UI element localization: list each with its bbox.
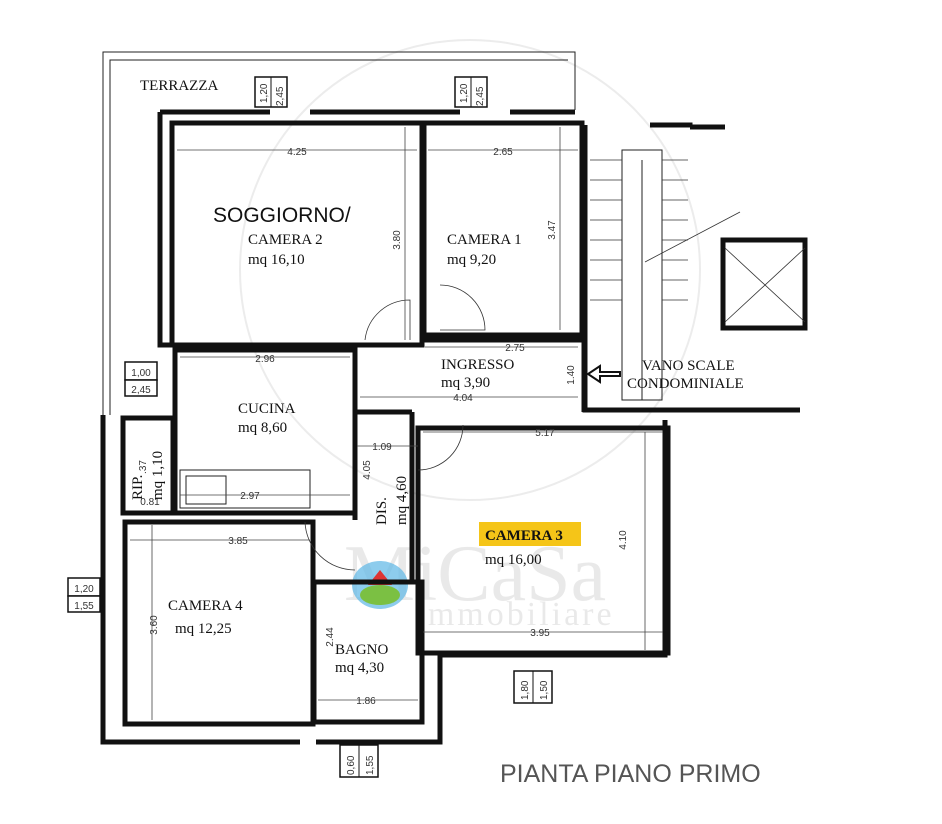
area-cucina: mq 8,60 bbox=[238, 420, 287, 436]
walls bbox=[100, 109, 808, 745]
label-bagno: BAGNO bbox=[335, 642, 389, 658]
window-width: 1,20 bbox=[259, 83, 270, 103]
window-tag: 1,20 2,45 bbox=[254, 76, 288, 108]
window-tag: 1,00 2,45 bbox=[124, 361, 158, 397]
window-tag: 1,80 1,50 bbox=[513, 670, 553, 704]
label-camera3: CAMERA 3 bbox=[485, 528, 563, 544]
dim-camera1-height: 3.47 bbox=[547, 220, 558, 240]
entrance-arrow-icon bbox=[586, 364, 621, 384]
label-camera1: CAMERA 1 bbox=[447, 232, 522, 248]
window-width: 1,20 bbox=[74, 584, 94, 595]
label-dis: DIS. bbox=[374, 497, 390, 525]
area-dis: mq 4,60 bbox=[394, 476, 410, 525]
dim-ingresso-bottom: 4.04 bbox=[453, 393, 473, 404]
area-camera1: mq 9,20 bbox=[447, 252, 496, 268]
label-camera2: CAMERA 2 bbox=[248, 232, 323, 248]
window-height: 1,50 bbox=[539, 680, 550, 700]
dim-cucina-bottom: 2.97 bbox=[240, 491, 260, 502]
area-ingresso: mq 3,90 bbox=[441, 375, 490, 391]
dim-bagno-width: 1.86 bbox=[356, 696, 376, 707]
label-condominiale: CONDOMINIALE bbox=[627, 376, 744, 392]
area-soggiorno: mq 16,10 bbox=[248, 252, 305, 268]
dimension-lines bbox=[130, 127, 663, 720]
dim-soggiorno-width: 4.25 bbox=[287, 147, 307, 158]
dim-bagno-height: 2.44 bbox=[325, 627, 336, 647]
label-camera4: CAMERA 4 bbox=[168, 598, 243, 614]
label-soggiorno: SOGGIORNO/ bbox=[213, 204, 351, 227]
window-width: 1,80 bbox=[520, 680, 531, 700]
doors bbox=[304, 284, 486, 571]
window-tag: 1,20 1,55 bbox=[67, 577, 101, 613]
dim-dis-height: 4.05 bbox=[362, 460, 373, 480]
dim-ingresso-width: 2.75 bbox=[505, 343, 525, 354]
label-rip: RIP. bbox=[130, 475, 146, 500]
dim-camera3-bottom: 3.95 bbox=[530, 628, 550, 639]
camera3-highlight bbox=[479, 522, 581, 546]
window-height: 1,55 bbox=[74, 601, 94, 612]
dim-cucina-width: 2.96 bbox=[255, 354, 275, 365]
window-width: 1,00 bbox=[131, 368, 151, 379]
plan-title: PIANTA PIANO PRIMO bbox=[500, 760, 761, 788]
staircase bbox=[586, 149, 806, 401]
dim-camera4-height: 3.60 bbox=[149, 615, 160, 635]
window-tag: 1,20 2,45 bbox=[454, 76, 488, 108]
dim-dis-width: 1.09 bbox=[372, 442, 392, 453]
dim-camera1-width: 2.65 bbox=[493, 147, 513, 158]
dim-ingresso-height: 1.40 bbox=[566, 365, 577, 385]
sink-icon bbox=[185, 475, 227, 505]
micasa-logo bbox=[352, 561, 408, 609]
label-ingresso: INGRESSO bbox=[441, 357, 515, 373]
dim-rip-height: .37 bbox=[138, 460, 149, 474]
window-height: 2,45 bbox=[275, 86, 286, 106]
area-camera3: mq 16,00 bbox=[485, 552, 542, 568]
dim-camera4-width: 3.85 bbox=[228, 536, 248, 547]
window-height: 2,45 bbox=[475, 86, 486, 106]
kitchen-counter bbox=[179, 469, 311, 509]
window-tags: 1,20 2,45 1,20 2,45 1,00 2,45 1,20 1,55 … bbox=[67, 76, 553, 778]
label-cucina: CUCINA bbox=[238, 401, 296, 417]
window-height: 1,55 bbox=[365, 755, 376, 775]
window-width: 0,60 bbox=[346, 755, 357, 775]
watermark-sub: immobiliare bbox=[415, 596, 614, 633]
label-terrazza: TERRAZZA bbox=[140, 78, 218, 94]
area-rip: mq 1,10 bbox=[150, 451, 166, 500]
window-width: 1,20 bbox=[459, 83, 470, 103]
area-camera4: mq 12,25 bbox=[175, 621, 232, 637]
dim-rip-width: 0.81 bbox=[140, 497, 160, 508]
label-vano-scale: VANO SCALE bbox=[642, 358, 735, 374]
dim-camera3-width: 5.17 bbox=[535, 428, 555, 439]
window-tag: 0,60 1,55 bbox=[339, 744, 379, 778]
dim-soggiorno-height: 3.80 bbox=[392, 230, 403, 250]
area-bagno: mq 4,30 bbox=[335, 660, 384, 676]
dim-camera3-height: 4.10 bbox=[618, 530, 629, 550]
terrace-outline bbox=[102, 51, 576, 415]
terrace-railing bbox=[109, 59, 568, 415]
window-height: 2,45 bbox=[131, 385, 151, 396]
